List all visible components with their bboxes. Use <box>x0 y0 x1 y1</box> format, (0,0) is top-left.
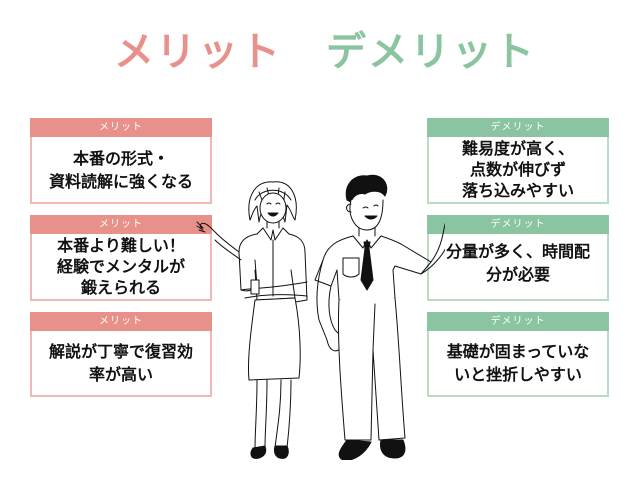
text-line: 基礎が固まっていな <box>446 342 590 361</box>
text-line: 分量が多く、時間配 <box>445 242 590 261</box>
text-line: 難易度が高く、 <box>461 139 574 158</box>
text-line: 率が高い <box>88 365 153 384</box>
merit-card-text: 本番の形式・ 資料読解に強くなる <box>30 137 212 204</box>
text-line: 資料読解に強くなる <box>48 171 193 191</box>
merit-title: メリット <box>114 29 282 75</box>
text-line: 解説が丁寧で復習効 <box>48 342 193 361</box>
text-line: 落ち込みやすい <box>461 181 574 200</box>
man-figure-icon <box>314 174 445 460</box>
merit-card-text: 本番より難しい！ 経験でメンタルが 鍛えられる <box>30 234 212 301</box>
demerit-card-2: デメリット 分量が多く、時間配 分が必要 <box>427 215 609 301</box>
text-line: 分が必要 <box>485 265 550 284</box>
demerit-card-label: デメリット <box>427 312 609 331</box>
text-line: 本番の形式・ <box>72 148 169 168</box>
merit-card-label: メリット <box>30 312 212 331</box>
text-line: 鍛えられる <box>80 278 161 297</box>
merit-card-2: メリット 本番より難しい！ 経験でメンタルが 鍛えられる <box>30 215 212 301</box>
demerit-card-label: デメリット <box>427 118 609 137</box>
demerit-card-text: 難易度が高く、 点数が伸びず 落ち込みやすい <box>427 137 609 204</box>
demerit-card-label: デメリット <box>427 215 609 234</box>
text-line: 本番より難しい！ <box>57 236 185 255</box>
text-line: 点数が伸びず <box>469 160 566 179</box>
merit-card-label: メリット <box>30 215 212 234</box>
demerit-card-3: デメリット 基礎が固まっていな いと挫折しやすい <box>427 312 609 397</box>
merit-card-text: 解説が丁寧で復習効 率が高い <box>30 331 212 397</box>
demerit-card-text: 分量が多く、時間配 分が必要 <box>427 234 609 301</box>
text-line: 経験でメンタルが <box>56 257 185 276</box>
people-illustration <box>196 174 445 460</box>
merit-card-label: メリット <box>30 118 212 137</box>
demerit-card-1: デメリット 難易度が高く、 点数が伸びず 落ち込みやすい <box>427 118 609 204</box>
text-line: いと挫折しやすい <box>454 365 582 384</box>
merit-card-3: メリット 解説が丁寧で復習効 率が高い <box>30 312 212 397</box>
demerit-title: デメリット <box>326 29 536 75</box>
merit-card-1: メリット 本番の形式・ 資料読解に強くなる <box>30 118 212 204</box>
woman-figure-icon <box>196 181 308 459</box>
demerit-card-text: 基礎が固まっていな いと挫折しやすい <box>427 331 609 397</box>
